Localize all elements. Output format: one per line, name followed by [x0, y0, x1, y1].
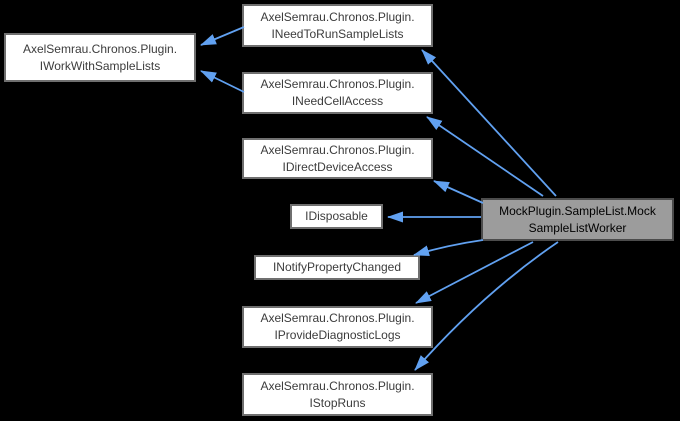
node-label-line: INeedCellAccess	[291, 94, 384, 108]
node-label-line: AxelSemrau.Chronos.Plugin.	[22, 41, 178, 56]
node-istopruns[interactable]: AxelSemrau.Chronos.Plugin. IStopRuns	[242, 373, 433, 416]
node-label-line: AxelSemrau.Chronos.Plugin.	[260, 77, 415, 91]
node-label-line: INotifyPropertyChanged	[272, 260, 402, 274]
node-label-line: IStopRuns	[309, 395, 366, 410]
node-iprovidediagnosticlogs[interactable]: AxelSemrau.Chronos.Plugin. IProvideDiagn…	[242, 306, 433, 348]
edge-worker-to-ineedtorun	[421, 49, 557, 197]
node-label-line: IDirectDeviceAccess	[282, 159, 393, 174]
node-label-line: INeedToRunSampleLists	[271, 26, 404, 41]
edge-worker-to-iprovide	[415, 241, 534, 304]
node-label-line: IWorkWithSampleLists	[39, 58, 161, 73]
node-label-line: IProvideDiagnosticLogs	[274, 328, 401, 342]
node-mocksamplelistworker: MockPlugin.SampleList.Mock SampleListWor…	[481, 198, 674, 241]
edge-worker-to-inotify	[413, 239, 484, 257]
node-idirectdeviceaccess[interactable]: AxelSemrau.Chronos.Plugin. IDirectDevice…	[242, 138, 433, 179]
node-label-line: IDisposable	[305, 209, 368, 223]
node-label-line: AxelSemrau.Chronos.Plugin.	[260, 311, 415, 325]
node-label-line: AxelSemrau.Chronos.Plugin.	[260, 378, 415, 393]
edge-ineedtorun-to-iwork	[200, 26, 245, 46]
node-iworkwithsamplelists[interactable]: AxelSemrau.Chronos.Plugin. IWorkWithSamp…	[4, 33, 196, 82]
node-ineedcellaccess[interactable]: AxelSemrau.Chronos.Plugin. INeedCellAcce…	[242, 72, 433, 114]
edge-ineedcell-to-iwork	[200, 70, 245, 93]
node-ineedtorunsamplelists[interactable]: AxelSemrau.Chronos.Plugin. INeedToRunSam…	[242, 4, 433, 47]
node-label-line: MockPlugin.SampleList.Mock	[499, 203, 656, 218]
edge-worker-to-istop	[414, 241, 559, 371]
node-idisposable[interactable]: IDisposable	[290, 204, 383, 229]
node-inotifypropertychanged[interactable]: INotifyPropertyChanged	[254, 255, 420, 280]
edge-worker-to-idirect	[433, 180, 484, 204]
node-label-line: AxelSemrau.Chronos.Plugin.	[260, 142, 415, 157]
edge-worker-to-ineedcell	[426, 116, 544, 197]
node-label-line: SampleListWorker	[528, 220, 627, 235]
node-label-line: AxelSemrau.Chronos.Plugin.	[260, 9, 415, 24]
